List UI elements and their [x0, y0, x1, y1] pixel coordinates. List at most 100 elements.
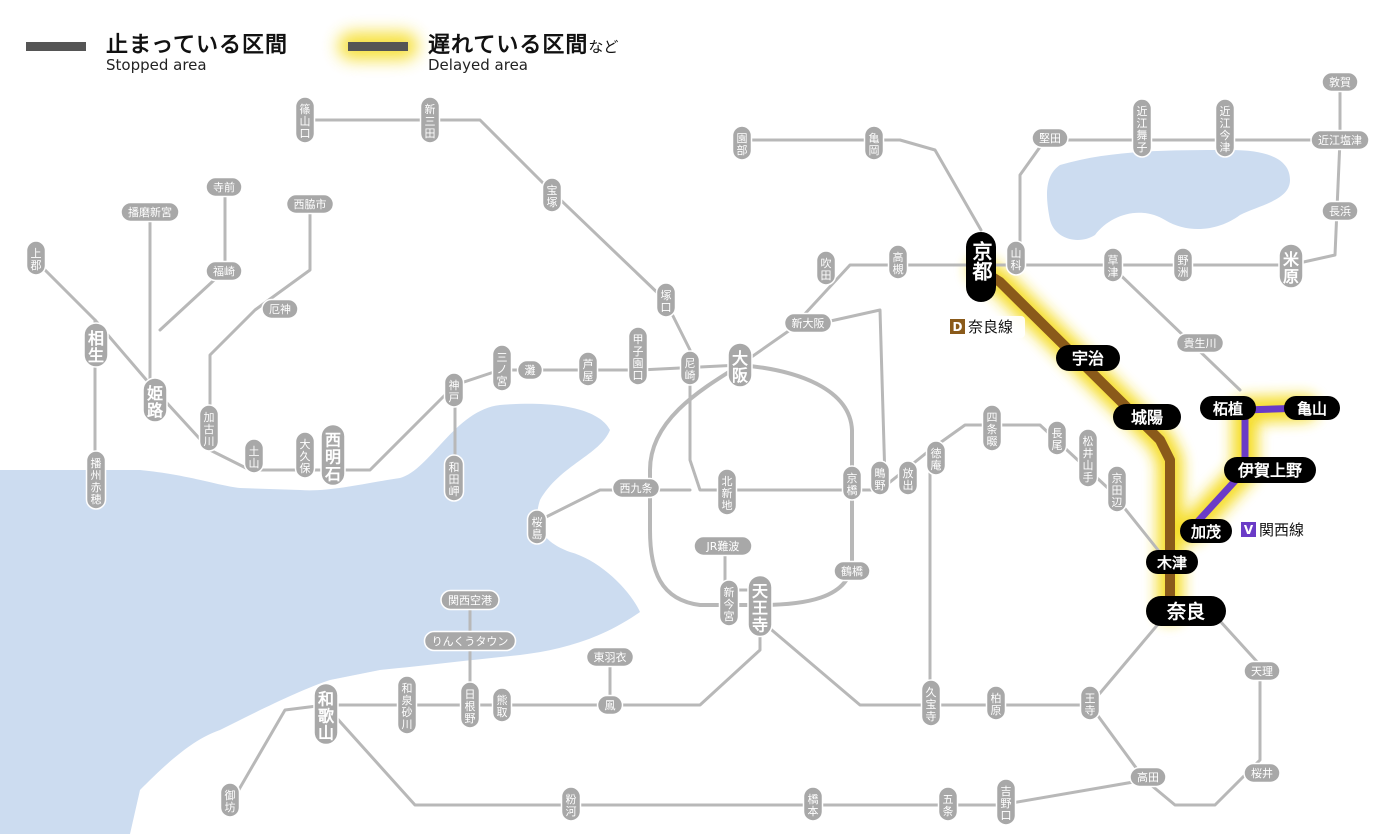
station-iga-ueno[interactable]: 伊賀上野 — [1224, 457, 1316, 483]
station-otori[interactable]: 鳳 — [596, 694, 624, 716]
station-sannomiya[interactable]: 三ノ宮 — [491, 344, 513, 392]
station-sakurajima[interactable]: 桜島 — [526, 509, 548, 545]
station-fukusaki[interactable]: 福崎 — [205, 260, 243, 282]
station-kitashinchi[interactable]: 北新地 — [716, 468, 738, 516]
station-kameoka[interactable]: 亀岡 — [863, 125, 885, 161]
station-yakujin[interactable]: 厄神 — [261, 298, 299, 320]
station-label: 西脇市 — [294, 197, 327, 211]
station-amagasaki[interactable]: 尼崎 — [679, 350, 701, 386]
station-joyo[interactable]: 城陽 — [1113, 404, 1181, 430]
station-label: 播州赤穂 — [91, 456, 102, 506]
station-label: 和田岬 — [449, 461, 460, 498]
station-wakayama[interactable]: 和歌山 — [313, 682, 339, 746]
station-nagao[interactable]: 長尾 — [1046, 420, 1068, 456]
station-kyobashi[interactable]: 京橋 — [841, 465, 863, 501]
station-kashiwara[interactable]: 柏原 — [985, 685, 1007, 721]
station-tokuan[interactable]: 徳庵 — [925, 440, 947, 476]
station-okubo[interactable]: 大久保 — [294, 431, 316, 479]
station-matsuiyamate[interactable]: 松井山手 — [1077, 428, 1099, 488]
station-takarazuka[interactable]: 宝塚 — [541, 177, 563, 213]
station-yoshinoguchi[interactable]: 吉野口 — [995, 778, 1017, 826]
station-kamigori[interactable]: 上郡 — [25, 240, 47, 276]
station-kizu[interactable]: 木津 — [1146, 550, 1198, 574]
station-kibukawa[interactable]: 貴生川 — [1175, 332, 1225, 354]
station-kyoto[interactable]: 京都 — [966, 232, 996, 302]
station-rinku-town[interactable]: りんくうタウン — [423, 630, 517, 652]
station-tsuchiyama[interactable]: 土山 — [243, 438, 265, 474]
station-shinsanda[interactable]: 新三田 — [419, 96, 441, 144]
station-aioi[interactable]: 相生 — [83, 322, 109, 368]
station-takada[interactable]: 高田 — [1129, 766, 1167, 788]
station-jr-namba[interactable]: JR難波 — [693, 535, 753, 557]
kansai-line-name: 関西線 — [1259, 521, 1304, 539]
station-tsuruhashi[interactable]: 鶴橋 — [833, 560, 871, 582]
station-takatsuki[interactable]: 高槻 — [887, 244, 909, 280]
station-wadamisaki[interactable]: 和田岬 — [443, 454, 465, 502]
station-shin-osaka[interactable]: 新大阪 — [783, 312, 833, 334]
station-izumisunagawa[interactable]: 和泉砂川 — [396, 675, 418, 735]
station-kumatori[interactable]: 熊取 — [491, 687, 513, 723]
station-label: 篠山口 — [300, 102, 311, 140]
station-teramae[interactable]: 寺前 — [205, 176, 243, 198]
station-hashimoto[interactable]: 橋本 — [802, 786, 824, 822]
station-osaka[interactable]: 大阪 — [727, 342, 753, 388]
station-label: 和泉砂川 — [402, 682, 413, 731]
station-yasu[interactable]: 野洲 — [1172, 247, 1194, 283]
station-yamashina[interactable]: 山科 — [1005, 240, 1027, 276]
station-nada[interactable]: 灘 — [516, 359, 544, 381]
station-kyotanabe[interactable]: 京田辺 — [1106, 465, 1128, 513]
station-label: 長尾 — [1052, 427, 1063, 452]
station-hanaten[interactable]: 放出 — [897, 460, 919, 496]
station-tsuruga[interactable]: 敦賀 — [1321, 71, 1359, 93]
station-shijonawate[interactable]: 四条畷 — [981, 404, 1003, 452]
station-uji[interactable]: 宇治 — [1056, 345, 1120, 371]
station-label: 天理 — [1251, 665, 1273, 678]
station-omi-imazu[interactable]: 近江今津 — [1214, 98, 1236, 158]
station-maibara[interactable]: 米原 — [1278, 243, 1304, 289]
station-kusatsu[interactable]: 草津 — [1102, 247, 1124, 283]
station-nishi-akashi[interactable]: 西明石 — [320, 423, 346, 487]
station-omi-maiko[interactable]: 近江舞子 — [1131, 98, 1153, 158]
station-shigino[interactable]: 鴫野 — [869, 460, 891, 496]
station-kyuhoji[interactable]: 久宝寺 — [920, 679, 942, 727]
station-label: 土山 — [249, 445, 260, 470]
station-gojo[interactable]: 五条 — [937, 786, 959, 822]
station-tenri[interactable]: 天理 — [1243, 660, 1281, 682]
station-sasayamaguchi[interactable]: 篠山口 — [294, 96, 316, 144]
station-kameyama[interactable]: 亀山 — [1284, 396, 1340, 420]
station-sonobe[interactable]: 園部 — [731, 125, 753, 161]
station-tsuge[interactable]: 柘植 — [1200, 396, 1256, 420]
station-kobe[interactable]: 神戸 — [443, 372, 465, 408]
station-label: 三ノ宮 — [497, 351, 508, 388]
station-banshu-ako[interactable]: 播州赤穂 — [85, 450, 107, 510]
station-nishikujo[interactable]: 西九条 — [611, 477, 661, 499]
station-nara[interactable]: 奈良 — [1146, 596, 1226, 626]
station-gobo[interactable]: 御坊 — [219, 782, 241, 818]
station-kamo[interactable]: 加茂 — [1180, 519, 1232, 543]
station-label: 高槻 — [893, 250, 904, 276]
station-label: 東羽衣 — [594, 650, 627, 664]
station-nagahama[interactable]: 長浜 — [1321, 200, 1359, 222]
svg-text:木津: 木津 — [1156, 554, 1187, 572]
station-ashiya[interactable]: 芦屋 — [577, 351, 599, 387]
station-hineno[interactable]: 日根野 — [459, 681, 481, 729]
station-label: 亀岡 — [869, 131, 880, 157]
station-katata[interactable]: 堅田 — [1031, 127, 1069, 149]
station-shin-imamiya[interactable]: 新今宮 — [718, 579, 740, 627]
station-label: 高田 — [1137, 770, 1159, 784]
station-kansai-airport[interactable]: 関西空港 — [440, 589, 500, 611]
station-kakogawa[interactable]: 加古川 — [198, 404, 220, 452]
station-oji[interactable]: 王寺 — [1079, 685, 1101, 721]
station-tennoji[interactable]: 天王寺 — [747, 574, 773, 638]
station-koshienguchi[interactable]: 甲子園口 — [627, 326, 649, 386]
station-nishiwakishi[interactable]: 西脇市 — [285, 193, 335, 215]
station-omi-shiotsu[interactable]: 近江塩津 — [1310, 129, 1370, 151]
station-himeji[interactable]: 姫路 — [142, 377, 168, 423]
station-tsukaguchi[interactable]: 塚口 — [655, 282, 677, 318]
station-higashi-hagoromo[interactable]: 東羽衣 — [585, 646, 635, 668]
station-harima-shingu[interactable]: 播磨新宮 — [120, 201, 180, 223]
station-suita[interactable]: 吹田 — [815, 250, 837, 286]
station-label: 園部 — [737, 132, 748, 157]
station-kokawa[interactable]: 粉河 — [560, 786, 582, 822]
station-sakurai[interactable]: 桜井 — [1243, 762, 1281, 784]
